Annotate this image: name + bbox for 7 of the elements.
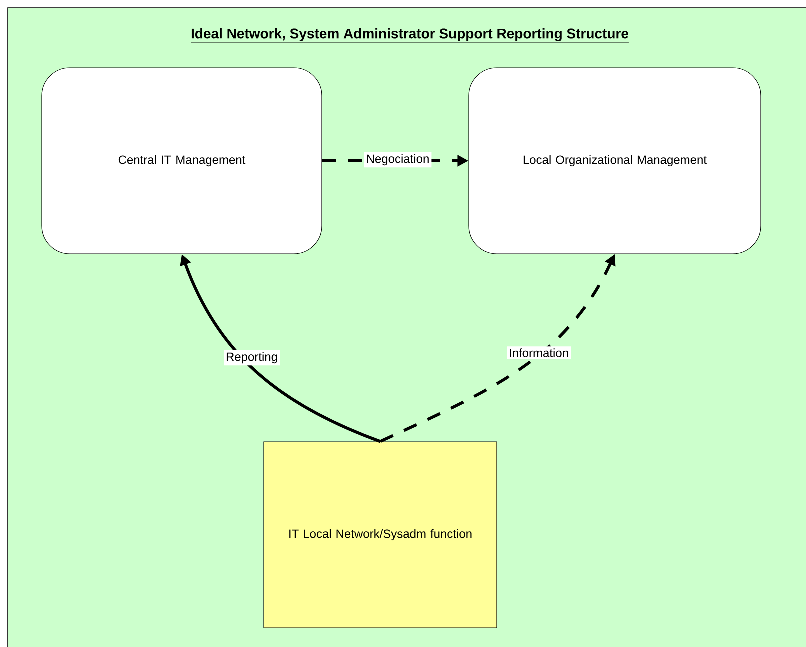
process-box: Local Organizational Management [468,68,762,254]
title: Ideal Network, System Administrator Support Reporting Structure [190,28,630,44]
edge-label: Reporting [224,350,280,366]
edge-label: Negociation [364,152,432,168]
edge-label: Information [507,346,572,360]
function-box: IT Local Network/Sysadm function [264,442,498,628]
process-box: Central IT Management [42,68,322,254]
